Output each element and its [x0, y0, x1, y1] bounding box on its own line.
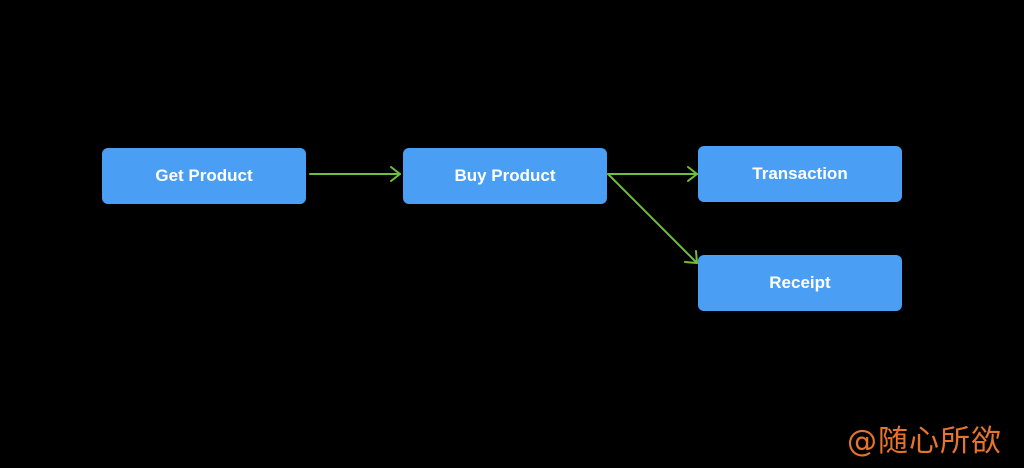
node-label: Buy Product — [454, 166, 556, 185]
arrow-buy-to-receipt — [607, 173, 698, 264]
node-label: Transaction — [752, 164, 848, 183]
arrowhead-buy-to-receipt — [684, 250, 698, 264]
watermark-text: @随心所欲 — [847, 424, 1002, 459]
node-receipt: Receipt — [698, 255, 902, 311]
arrowhead-buy-to-transaction — [687, 166, 698, 182]
node-label: Receipt — [769, 273, 831, 292]
node-label: Get Product — [155, 166, 253, 185]
arrowhead-get-to-buy — [390, 166, 401, 182]
node-buy-product: Buy Product — [403, 148, 607, 204]
node-transaction: Transaction — [698, 146, 902, 202]
node-get-product: Get Product — [102, 148, 306, 204]
